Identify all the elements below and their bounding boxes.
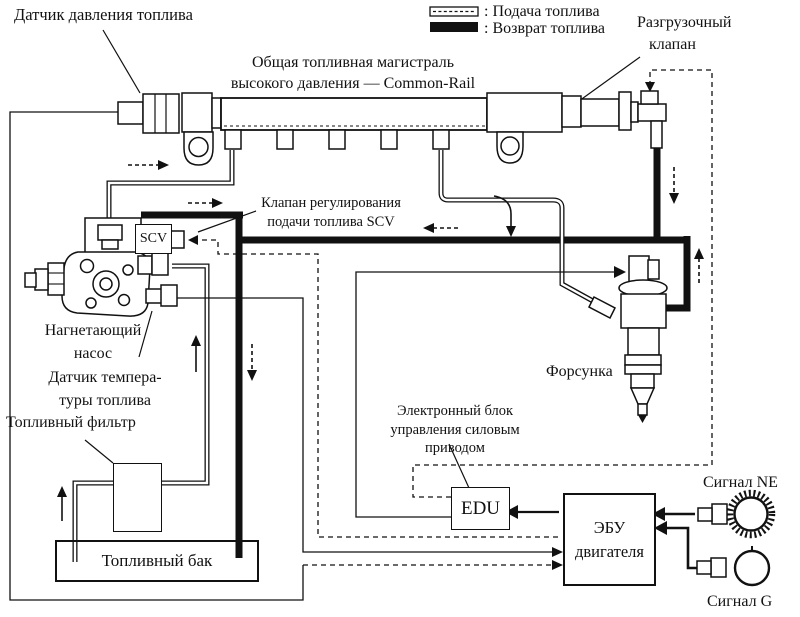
common-rail <box>117 92 563 166</box>
temp-sensor-label: Датчик темпера- туры топлива <box>48 369 162 409</box>
g-sensor <box>696 546 771 587</box>
return-fuel-lines <box>141 147 691 558</box>
injector-label: Форсунка <box>546 363 613 380</box>
ecu-box: ЭБУ двигателя <box>563 493 656 586</box>
pump-outlet-fitting <box>137 255 153 275</box>
pressure-sensor-hex <box>142 93 180 134</box>
signal-ne-label: Сигнал NE <box>703 474 778 491</box>
ecu-box-label: ЭБУ двигателя <box>574 517 645 561</box>
fuel-tank: Топливный бак <box>55 540 259 582</box>
injector-inlet <box>588 295 616 320</box>
scv-box-label: SCV <box>139 231 168 246</box>
relief-valve <box>561 90 667 149</box>
rail-label: Общая топливная магистраль высокого давл… <box>230 54 476 92</box>
injector-drive-wire <box>355 271 614 518</box>
edu-callout-label: Электронный блок управления силовым прив… <box>390 403 520 456</box>
ne-toothed-wheel <box>726 489 776 539</box>
relief-valve-label: Разгрузочный клапан <box>637 14 732 53</box>
rail-port <box>276 129 294 150</box>
fuel-tank-label: Топливный бак <box>101 551 213 570</box>
ne-sensor <box>697 489 776 539</box>
rail-tube <box>220 97 488 131</box>
edu-box: EDU <box>451 487 510 530</box>
rail-port <box>432 129 450 150</box>
temp-sensor-wire <box>177 297 552 553</box>
g-wheel <box>733 549 771 587</box>
injector-body <box>620 293 667 329</box>
edu-box-label: EDU <box>460 497 501 519</box>
scv-box: SCV <box>135 224 172 254</box>
legend-return-label: : Возврат топлива <box>484 20 606 37</box>
ne-connector <box>711 503 728 525</box>
injector-solenoid <box>628 255 650 284</box>
fuel-supply-pipes <box>72 150 604 562</box>
filter-label: Топливный фильтр <box>6 414 136 431</box>
pressure-sensor-body <box>117 101 144 125</box>
callout-pointers <box>84 29 641 489</box>
rail-port <box>380 129 398 150</box>
relief-valve-drive-wire <box>412 69 713 498</box>
flow-arrows <box>57 160 704 521</box>
pump-inlet-nut <box>97 224 123 241</box>
fuel-filter <box>113 463 162 532</box>
scv-wire <box>198 239 558 538</box>
legend-swatches <box>429 6 479 32</box>
injector <box>588 255 668 423</box>
legend-return-swatch <box>430 22 478 32</box>
injector-nozzle <box>637 403 648 416</box>
pump-shaft-coupling <box>47 262 65 296</box>
g-connector <box>710 557 727 578</box>
rail-port <box>224 129 242 150</box>
pressure-sensor-wire <box>9 111 304 601</box>
fuel-temp-sensor <box>160 284 178 307</box>
signal-g-label: Сигнал G <box>707 593 773 610</box>
signal-wires <box>9 69 713 601</box>
scv-callout-label: Клапан регулирования подачи топлива SCV <box>261 195 401 230</box>
legend-supply-swatch <box>429 6 479 17</box>
rail-port <box>328 129 346 150</box>
pump-label: Нагнетающий насос <box>44 322 142 362</box>
pressure-sensor-label: Датчик давления топлива <box>14 5 193 24</box>
legend-supply-label: : Подача топлива <box>484 3 600 20</box>
g-signal-wire <box>664 526 697 570</box>
